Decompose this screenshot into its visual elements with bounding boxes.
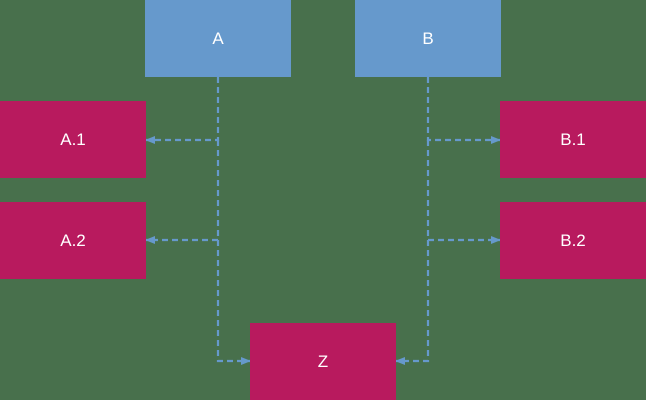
node-b1: B.1 — [500, 101, 646, 178]
node-a1-label: A.1 — [60, 129, 86, 149]
edge-b-to-b2 — [426, 140, 501, 244]
node-b-label: B — [422, 28, 434, 48]
edge-a-to-z — [216, 240, 251, 365]
node-z: Z — [250, 323, 396, 400]
node-a2-label: A.2 — [60, 230, 86, 250]
edge-b-to-z — [395, 240, 430, 365]
node-b1-label: B.1 — [560, 129, 586, 149]
node-b2: B.2 — [500, 202, 646, 279]
node-a-label: A — [212, 28, 224, 48]
node-a: A — [145, 0, 291, 77]
node-z-label: Z — [317, 351, 329, 371]
edge-b-to-b1 — [426, 77, 501, 144]
node-b2-label: B.2 — [560, 230, 586, 250]
node-a1: A.1 — [0, 101, 146, 178]
node-a2: A.2 — [0, 202, 146, 279]
node-b: B — [355, 0, 501, 77]
edge-a-to-a2 — [145, 140, 220, 244]
edge-a-to-a1 — [145, 77, 220, 144]
